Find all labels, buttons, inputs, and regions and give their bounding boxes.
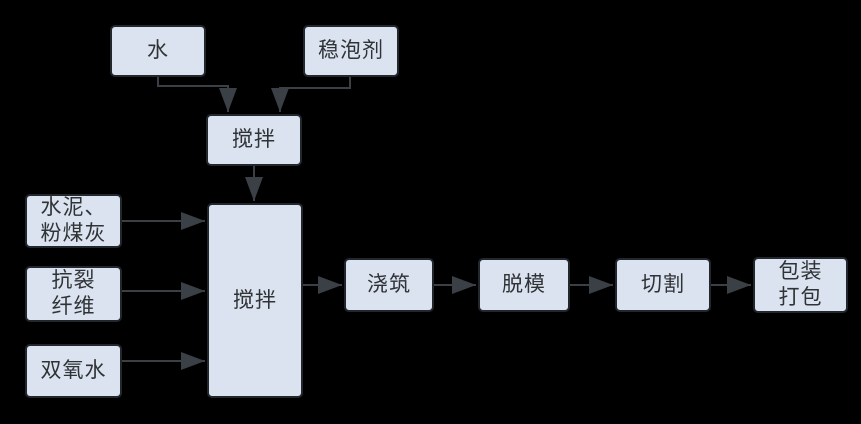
- node-hydrogen-peroxide: 双氧水: [25, 344, 122, 398]
- edge-water-to-mixing1: [157, 77, 237, 112]
- node-mixing-primary: 搅拌: [206, 114, 302, 166]
- node-anti-crack-fiber: 抗裂 纤维: [25, 266, 122, 322]
- node-cement-fly-ash: 水泥、 粉煤灰: [25, 194, 122, 248]
- node-water: 水: [110, 25, 206, 77]
- node-pouring: 浇筑: [344, 258, 434, 312]
- edge-foamstabilizer-to-mixing1: [271, 77, 351, 112]
- node-demolding: 脱模: [478, 258, 570, 312]
- node-cutting: 切割: [615, 258, 711, 312]
- node-mixing-main: 搅拌: [207, 203, 303, 398]
- node-packing: 包装 打包: [753, 257, 848, 313]
- node-foam-stabilizer: 稳泡剂: [303, 25, 399, 77]
